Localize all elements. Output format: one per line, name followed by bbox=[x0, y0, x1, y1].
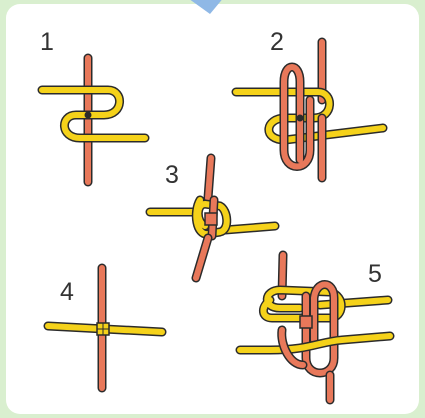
step-3-knot bbox=[150, 158, 275, 278]
step-4-knot bbox=[48, 268, 162, 388]
step-1-knot bbox=[42, 58, 145, 182]
step-2-knot bbox=[236, 42, 383, 178]
step-5-knot bbox=[240, 255, 390, 400]
